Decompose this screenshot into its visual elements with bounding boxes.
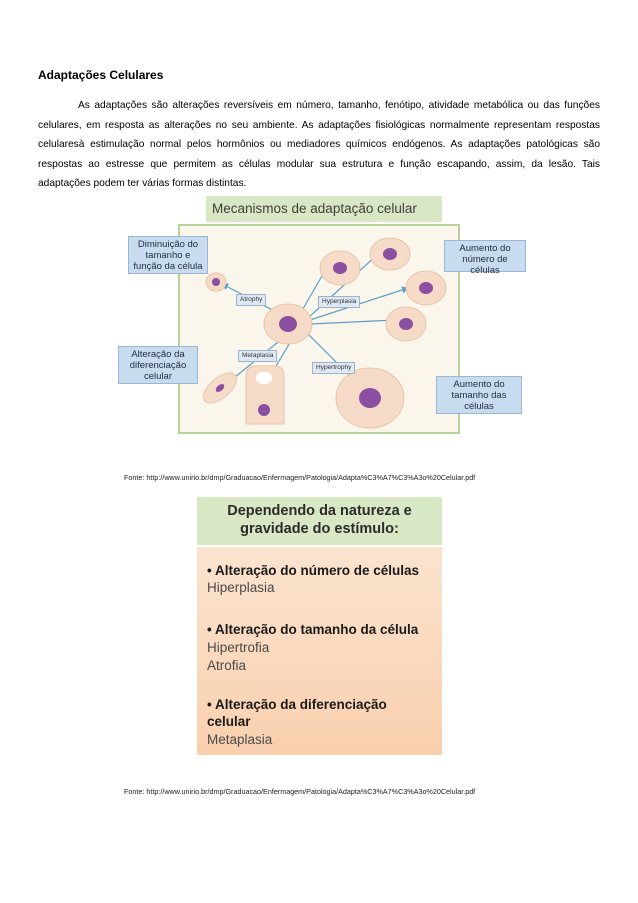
stimulus-header-line1: Dependendo da natureza e: [197, 502, 442, 520]
box-hypertrophy: Aumento do tamanho das células: [436, 376, 522, 414]
figure2-caption: Fonte: http://www.unirio.br/dmp/Graduaca…: [124, 787, 475, 796]
stimulus-body: • Alteração do número de células Hiperpl…: [197, 547, 442, 755]
box-hyperplasia: Aumento do número de células: [444, 240, 526, 272]
document-title: Adaptações Celulares: [38, 68, 163, 82]
item-size-sub1: Hipertrofia: [207, 640, 269, 656]
item-diff-title-1: • Alteração da diferenciação: [207, 697, 387, 713]
item-number-title: • Alteração do número de células: [207, 563, 419, 579]
item-size-title: • Alteração do tamanho da célula: [207, 622, 418, 638]
figure1-header: Mecanismos de adaptação celular: [206, 196, 442, 222]
stimulus-header: Dependendo da natureza e gravidade do es…: [197, 497, 442, 545]
adaptation-diagram: Atrophy Hyperplasia Metaplasia Hypertrop…: [178, 224, 460, 434]
stimulus-header-line2: gravidade do estímulo:: [197, 520, 442, 538]
item-diff-sub: Metaplasia: [207, 732, 272, 748]
item-number-sub: Hiperplasia: [207, 580, 275, 596]
label-atrophy: Atrophy: [236, 294, 266, 306]
item-size-sub2: Atrofia: [207, 658, 246, 674]
item-diff-title-2: celular: [207, 714, 251, 730]
figure1-caption: Fonte: http://www.unirio.br/dmp/Graduaca…: [124, 473, 475, 482]
intro-paragraph: As adaptações são alterações reversíveis…: [38, 96, 600, 194]
box-metaplasia: Alteração da diferenciação celular: [118, 346, 198, 384]
stimulus-box: Dependendo da natureza e gravidade do es…: [197, 497, 442, 755]
label-hyperplasia: Hyperplasia: [318, 296, 360, 308]
box-atrophy: Diminuição do tamanho e função da célula: [128, 236, 208, 274]
label-hypertrophy: Hypertrophy: [312, 362, 355, 374]
label-metaplasia: Metaplasia: [238, 350, 277, 362]
adaptation-diagram-art: [180, 226, 458, 432]
